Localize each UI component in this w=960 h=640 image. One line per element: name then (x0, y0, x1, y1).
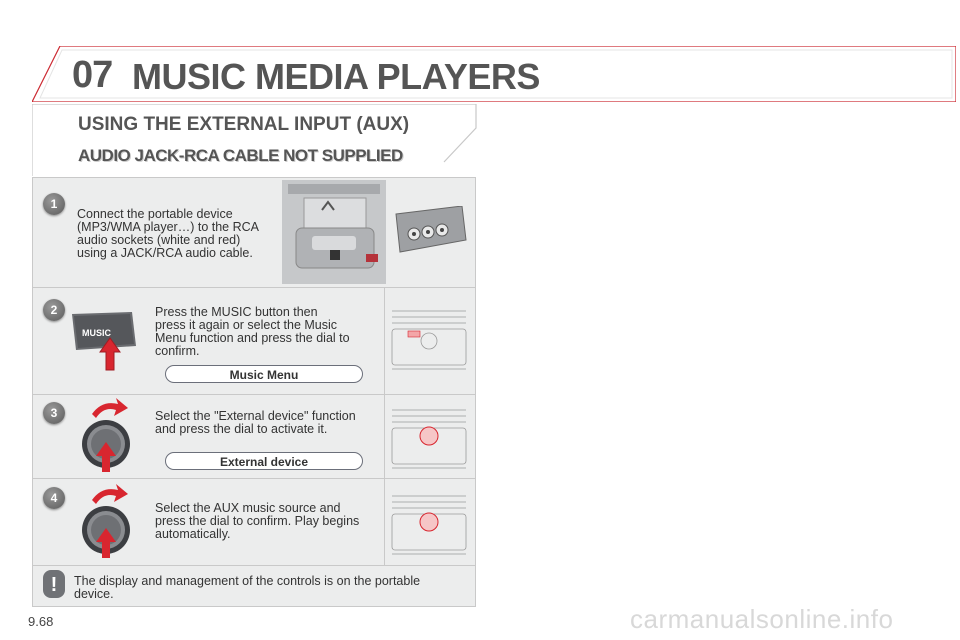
section-subtitle: AUDIO JACK-RCA CABLE NOT SUPPLIED (78, 146, 403, 165)
step-2-text: Press the MUSIC button then press it aga… (155, 305, 350, 358)
dial-illustration (82, 398, 130, 472)
step-2-badge: 2 (43, 299, 65, 321)
music-button-label: MUSIC (82, 328, 112, 338)
dial-illustration (82, 484, 130, 558)
divider (33, 394, 475, 395)
note-text: The display and management of the contro… (74, 574, 421, 601)
radio-panel-diagram (391, 409, 467, 469)
header-frame (32, 46, 956, 102)
warning-icon: ! (43, 570, 65, 598)
page-number: 9.68 (28, 614, 54, 629)
rca-sockets-photo (395, 206, 467, 253)
section-frame (32, 104, 477, 176)
console-photo (282, 180, 386, 284)
music-button-illustration: MUSIC (72, 312, 136, 371)
step-4-badge: 4 (43, 487, 65, 509)
external-device-label: External device (165, 452, 363, 470)
warning-glyph: ! (51, 574, 58, 596)
divider (33, 287, 475, 288)
music-menu-label: Music Menu (165, 365, 363, 383)
radio-panel-diagram (391, 310, 467, 370)
chapter-number: 07 (72, 54, 113, 96)
step-1-badge: 1 (43, 193, 65, 215)
page-title: MUSIC MEDIA PLAYERS (132, 56, 540, 97)
divider (384, 288, 385, 565)
step-3-badge: 3 (43, 402, 65, 424)
radio-panel-diagram (391, 495, 467, 555)
step-4-text: Select the AUX music source and press th… (155, 501, 360, 541)
step-1-text: Connect the portable device (MP3/WMA pla… (77, 207, 259, 260)
section-title: USING THE EXTERNAL INPUT (AUX) (78, 114, 410, 135)
watermark: carmanualsonline.info (630, 604, 894, 634)
divider (33, 478, 475, 479)
divider (33, 565, 475, 566)
step-3-text: Select the "External device" function an… (155, 409, 356, 436)
